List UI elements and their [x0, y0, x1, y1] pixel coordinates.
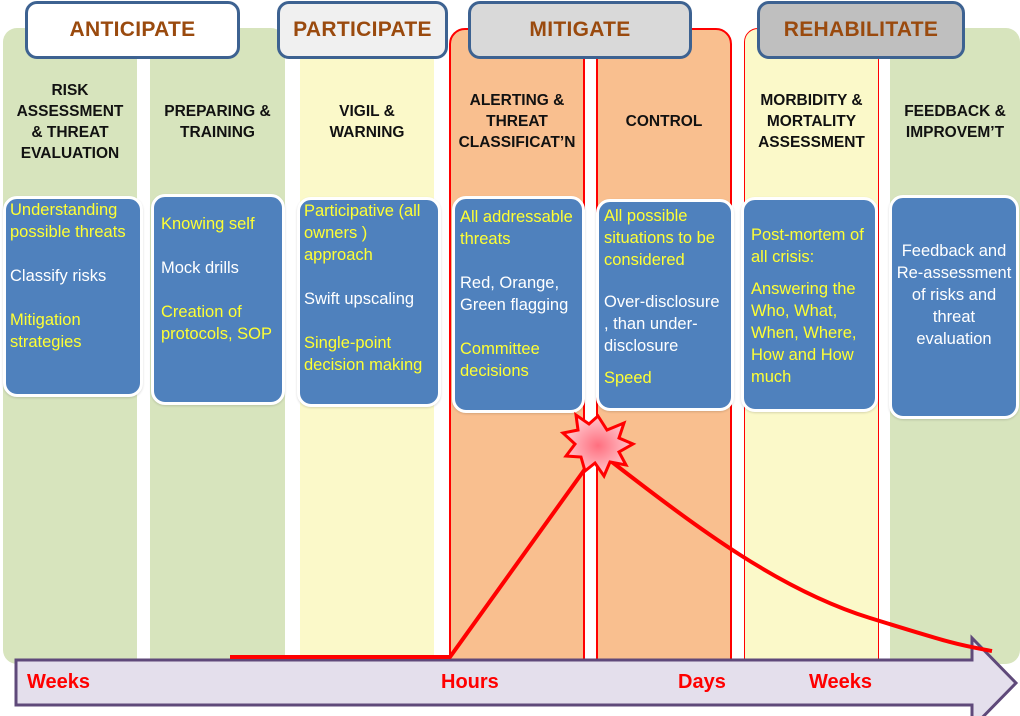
content-box-control: All possible situations to be considered…: [596, 199, 734, 411]
crisis-decay-curve: [610, 460, 993, 653]
phase-label: ANTICIPATE: [69, 18, 196, 41]
box-item: Post-mortem of all crisis:: [751, 226, 864, 266]
content-box-feedback: Feedback and Re-assessment of risks and …: [889, 195, 1019, 419]
phase-label: PARTICIPATE: [293, 18, 432, 41]
phase-participate: PARTICIPATE: [277, 1, 448, 59]
timeline-arrow: [14, 634, 1019, 716]
phase-rehabilitate: REHABILITATE: [757, 1, 965, 59]
phase-label: REHABILITATE: [783, 18, 939, 41]
box-item: Speed: [604, 369, 652, 387]
box-item: Mitigation strategies: [10, 311, 82, 351]
content-box-morbidity: Post-mortem of all crisis: Answering the…: [741, 197, 878, 412]
column-title-preparing-training: PREPARING &TRAINING: [164, 103, 271, 141]
phase-mitigate: MITIGATE: [468, 1, 692, 59]
phase-anticipate: ANTICIPATE: [25, 1, 240, 59]
content-box-vigil-warning: Participative (all owners ) approach Swi…: [297, 197, 441, 407]
column-title-feedback: FEEDBACK &IMPROVEM’T: [904, 103, 1006, 141]
timeline-label-weeks-end: Weeks: [809, 671, 873, 693]
box-item: All addressable threats: [460, 208, 573, 248]
column-title-control: CONTROL: [625, 113, 703, 130]
box-item: Mock drills: [161, 259, 239, 277]
box-item: Creation of protocols, SOP: [161, 303, 272, 343]
box-item: All possible situations to be considered: [604, 207, 715, 269]
box-item: Feedback and Re-assessment of risks and …: [896, 242, 1012, 348]
box-item: Answering the Who, What, When, Where, Ho…: [751, 280, 857, 386]
content-box-preparing-training: Knowing self Mock drills Creation of pro…: [151, 194, 285, 405]
box-item: Swift upscaling: [304, 290, 415, 308]
explosion-burst-icon: [559, 411, 637, 480]
box-item: Over-disclosure , than under-disclosure: [604, 293, 720, 355]
box-item: Classify risks: [10, 267, 107, 285]
timeline-label-hours: Hours: [441, 671, 499, 693]
box-item: Committee decisions: [460, 340, 540, 380]
box-item: Participative (all owners ) approach: [304, 202, 421, 264]
phase-label: MITIGATE: [529, 18, 631, 41]
timeline-label-weeks-start: Weeks: [27, 671, 91, 693]
box-item: Red, Orange, Green flagging: [460, 274, 569, 314]
box-item: Understanding possible threats: [10, 201, 126, 241]
content-box-risk-assessment: Understanding possible threats Classify …: [3, 196, 143, 397]
box-item: Knowing self: [161, 215, 255, 233]
box-item: Single-point decision making: [304, 334, 423, 374]
crisis-baseline: [230, 460, 592, 659]
timeline-label-days: Days: [678, 671, 726, 693]
content-box-alerting: All addressable threats Red, Orange, Gre…: [452, 196, 585, 413]
column-title-vigil-warning: VIGIL &WARNING: [329, 103, 405, 141]
